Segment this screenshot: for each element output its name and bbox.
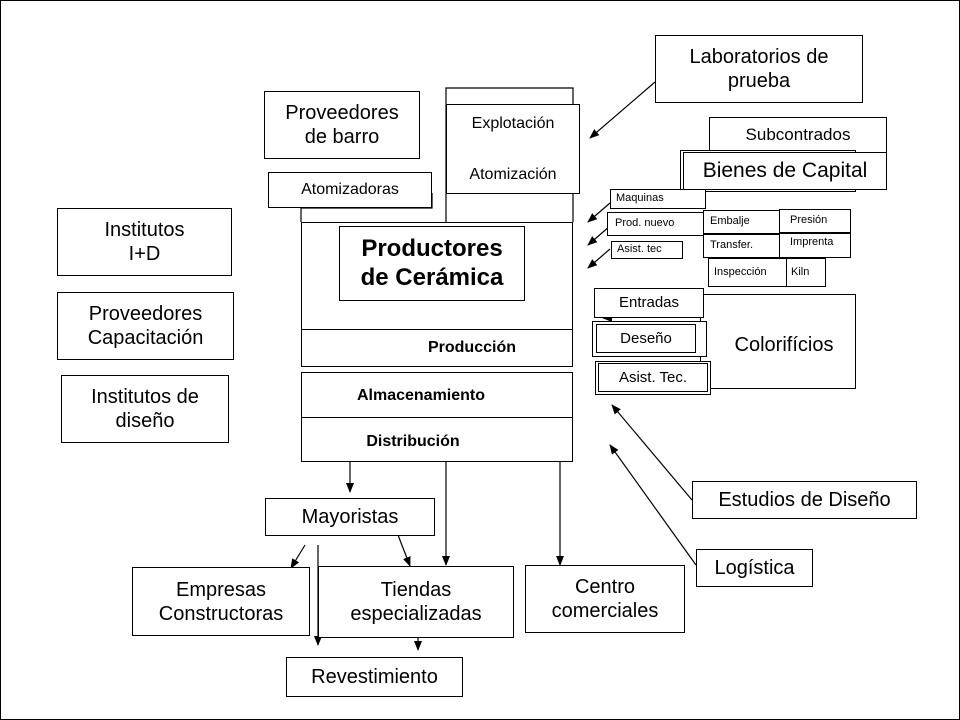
asist-tec-box: Asist. Tec.	[598, 363, 708, 392]
estudios-diseno-box: Estudios de Diseño	[692, 481, 917, 519]
presion-box: Presión	[779, 209, 851, 233]
imprenta-box: Imprenta	[779, 233, 851, 258]
atomizadoras-box: Atomizadoras	[268, 172, 432, 208]
institutos-diseno-box: Institutos de diseño	[61, 375, 229, 443]
bienes-capital-box: Bienes de Capital	[683, 152, 887, 190]
colorificios-box	[700, 294, 856, 389]
arrow-maquinas	[587, 202, 611, 223]
maquinas-box: Maquinas	[610, 189, 706, 209]
embalje-box: Embalje	[703, 210, 783, 234]
proveedores-capacitacion-box: Proveedores Capacitación	[57, 292, 234, 360]
arrow-asist-tec-small	[587, 248, 611, 269]
produccion-box: Producción	[301, 329, 573, 367]
empresas-constructoras-box: Empresas Constructoras	[132, 567, 310, 636]
subcontrados-box: Subcontrados	[709, 117, 887, 153]
entradas-box: Entradas	[594, 288, 704, 318]
extraction-box	[446, 104, 580, 194]
arrow-mayoristas-empresas	[290, 544, 306, 569]
institutos-id-box: Institutos I+D	[57, 208, 232, 276]
centro-comerciales-box: Centro comerciales	[525, 565, 685, 633]
productores-box: Productores de Cerámica	[339, 226, 525, 301]
logistica-box: Logística	[696, 549, 813, 587]
transfer-box: Transfer.	[703, 234, 781, 258]
arrow-mayoristas-tiendas	[397, 534, 411, 567]
mayoristas-box: Mayoristas	[265, 498, 435, 536]
kiln-box: Kiln	[786, 258, 826, 287]
proveedores-barro-box: Proveedores de barro	[264, 91, 420, 159]
colorificios-label: Colorifícios	[734, 334, 834, 356]
distribucion-label: Distribución	[366, 433, 460, 450]
atomizacion-label: Atomización	[469, 166, 557, 183]
almacenamiento-divider	[301, 417, 573, 418]
laboratorios-box: Laboratorios de prueba	[655, 35, 863, 103]
tiendas-especializadas-box: Tiendas especializadas	[318, 566, 514, 638]
revestimiento-box: Revestimiento	[286, 657, 463, 697]
deseno-box: Deseño	[596, 324, 696, 353]
explotacion-label: Explotación	[471, 115, 555, 132]
inspeccion-box: Inspección	[708, 258, 790, 287]
arrow-logistica	[609, 444, 697, 566]
upper-block-step	[300, 193, 433, 222]
asist-tec-small-box: Asist. tec	[611, 241, 683, 259]
prod-nuevo-box: Prod. nuevo	[607, 212, 707, 236]
arrow-estudios	[611, 404, 693, 501]
arrow-prod-nuevo	[587, 225, 611, 246]
arrow-laboratorios	[589, 81, 656, 139]
almacenamiento-label: Almacenamiento	[356, 387, 486, 404]
